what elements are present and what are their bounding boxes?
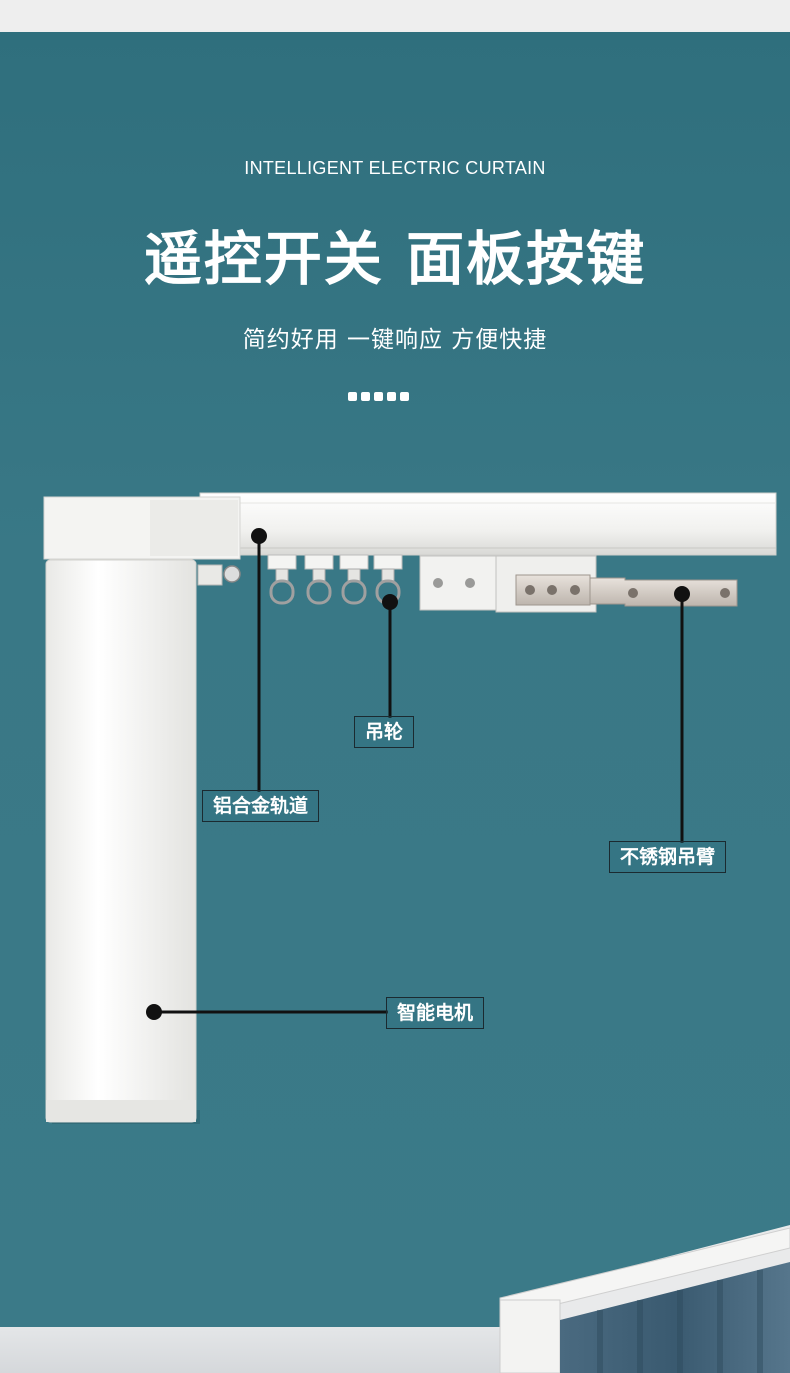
installed-curtain-preview xyxy=(499,1225,790,1373)
callout-label-smart-motor: 智能电机 xyxy=(386,997,485,1029)
dot xyxy=(374,392,383,401)
callout-label-steel-arm: 不锈钢吊臂 xyxy=(609,841,727,873)
aluminum-track xyxy=(199,492,777,556)
dot xyxy=(387,392,396,401)
page-title: 遥控开关 面板按键 xyxy=(143,225,647,293)
decorative-dots xyxy=(348,392,409,401)
english-subtitle: INTELLIGENT ELECTRIC CURTAIN xyxy=(244,158,546,178)
callout-dot xyxy=(674,586,690,602)
callout-dot xyxy=(251,528,267,544)
callout-label-aluminum-track: 铝合金轨道 xyxy=(202,790,320,822)
dot xyxy=(361,392,370,401)
callout-lines xyxy=(146,528,690,1020)
stainless-steel-arm xyxy=(515,574,738,607)
tagline: 简约好用 一键响应 方便快捷 xyxy=(242,327,548,353)
hanger-wheels xyxy=(267,554,403,605)
smart-motor-body xyxy=(45,559,197,1123)
callout-dot xyxy=(146,1004,162,1020)
motor-head xyxy=(43,496,241,560)
end-bracket xyxy=(197,564,241,586)
callout-label-hanger-wheel: 吊轮 xyxy=(354,716,415,748)
callout-dot xyxy=(382,594,398,610)
dot xyxy=(348,392,357,401)
dot xyxy=(400,392,409,401)
